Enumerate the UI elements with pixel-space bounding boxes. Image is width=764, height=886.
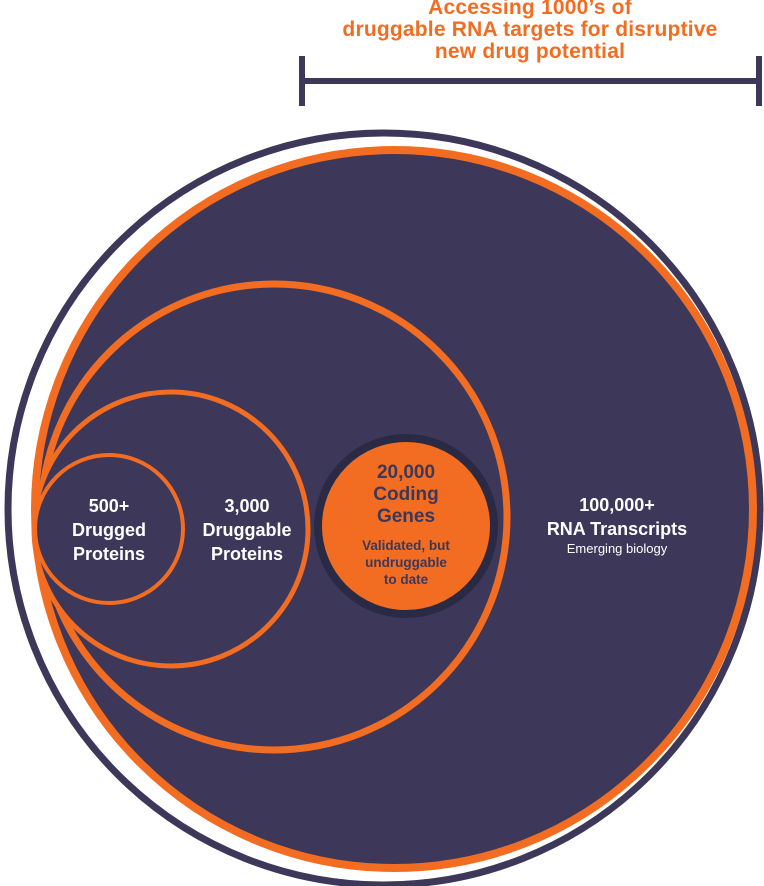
rna-transcripts-label: 100,000+ RNA Transcripts [522, 493, 712, 541]
coding-note-3: to date [383, 572, 429, 587]
drugged-proteins-circle [33, 453, 185, 605]
coding-genes-note: Validated, but undruggable to date [336, 537, 476, 588]
header-line-1: Accessing 1000’s of [428, 0, 632, 19]
transcripts-value: 100,000+ [579, 495, 655, 515]
header-caption: Accessing 1000’s of druggable RNA target… [300, 0, 760, 63]
druggable-label-2: Proteins [210, 544, 284, 564]
coding-genes-label: 20,000 Coding Genes [336, 462, 476, 528]
drugged-label-1: Drugged [72, 520, 146, 540]
coding-label-2: Genes [376, 506, 436, 527]
drugged-proteins-label: 500+ Drugged Proteins [44, 494, 174, 566]
header-bracket [299, 56, 762, 106]
drugged-value: 500+ [88, 496, 130, 516]
druggable-proteins-label: 3,000 Druggable Proteins [182, 494, 312, 566]
coding-note-2: undruggable [365, 555, 447, 570]
transcripts-label-text: RNA Transcripts [546, 519, 688, 539]
coding-genes-disc [314, 434, 498, 618]
drugged-label-2: Proteins [72, 544, 146, 564]
coding-note-1: Validated, but [362, 538, 450, 553]
druggable-value: 3,000 [224, 496, 270, 516]
header-line-2: druggable RNA targets for disruptive [342, 18, 718, 41]
druggable-label-1: Druggable [202, 520, 292, 540]
coding-label-1: Coding [373, 484, 439, 505]
header-line-3: new drug potential [434, 40, 626, 63]
transcripts-note: Emerging biology [566, 541, 668, 556]
coding-value: 20,000 [376, 462, 436, 483]
rna-transcripts-note: Emerging biology [522, 541, 712, 557]
